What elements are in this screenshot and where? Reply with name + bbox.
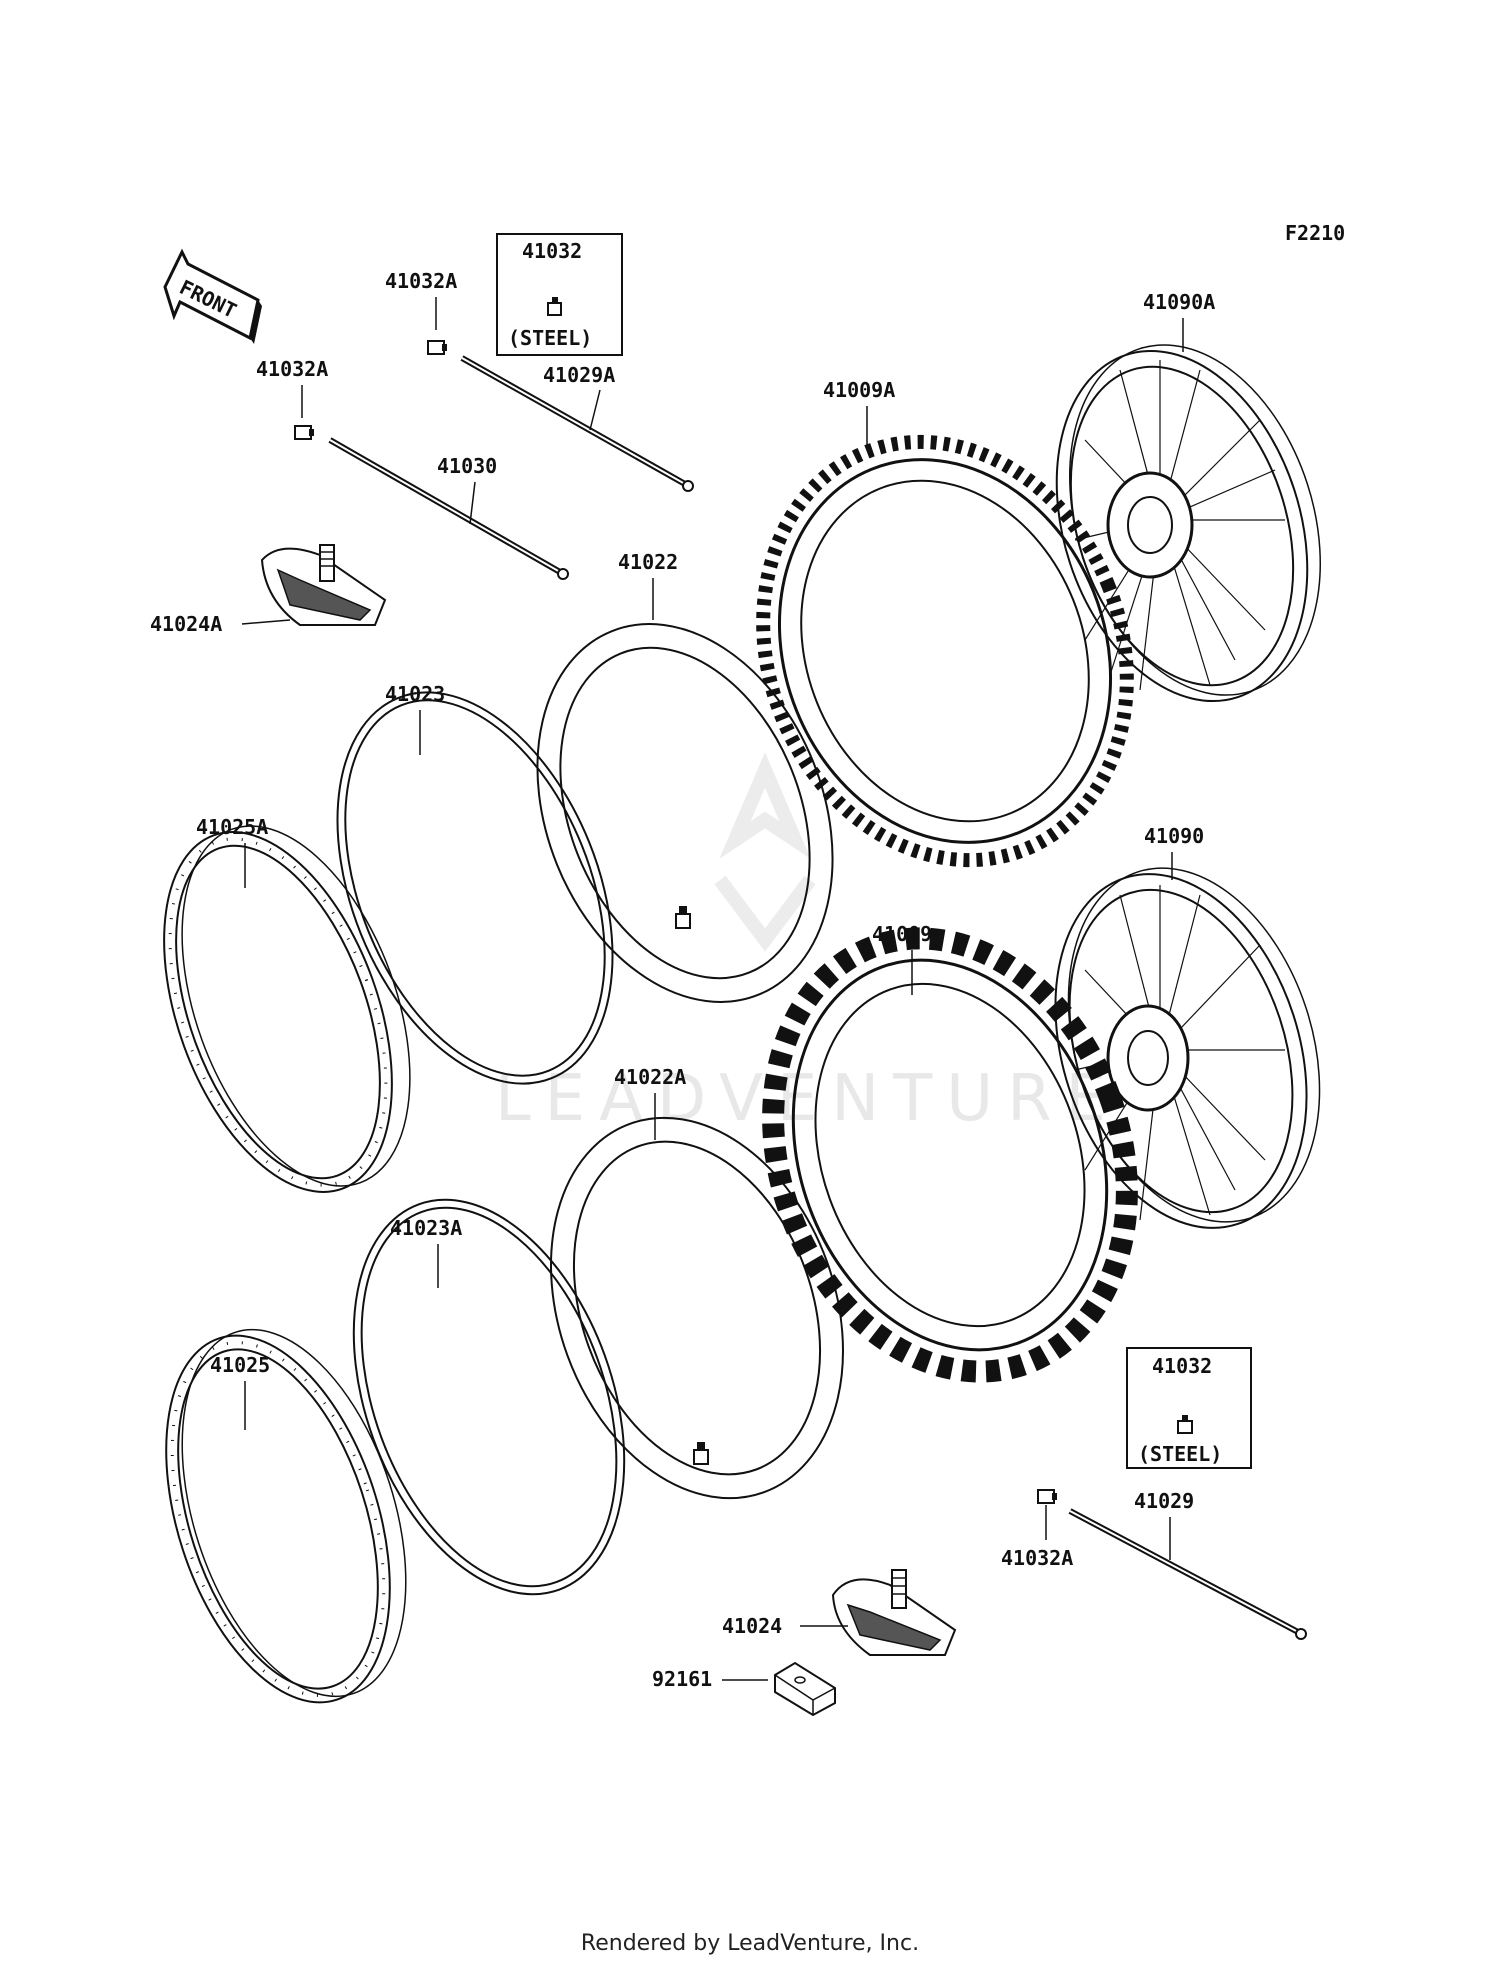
part-41024a-label: 41024A bbox=[150, 612, 222, 636]
part-41024a[interactable]: 41024A bbox=[150, 544, 387, 636]
valve-stem-icon bbox=[693, 1442, 709, 1465]
part-41029a-label: 41029A bbox=[543, 363, 615, 387]
footer-credit: Rendered by LeadVenture, Inc. bbox=[581, 1931, 919, 1956]
valve-nut-icon bbox=[294, 425, 314, 440]
figure-code: F2210 bbox=[1285, 221, 1345, 245]
valve-nut-icon bbox=[1037, 1489, 1057, 1504]
part-41023[interactable]: 41023 bbox=[284, 652, 666, 1124]
part-41090-label: 41090 bbox=[1144, 824, 1204, 848]
part-41032a-1-label: 41032A bbox=[385, 269, 457, 293]
part-41090a[interactable]: 41090A bbox=[1014, 290, 1363, 734]
part-41030[interactable]: 41030 bbox=[328, 437, 569, 580]
valve-stem-icon bbox=[675, 906, 691, 929]
part-41032-top-label: 41032 bbox=[522, 239, 582, 263]
part-41029[interactable]: 41029 bbox=[1068, 1489, 1307, 1640]
part-41022a-label: 41022A bbox=[614, 1065, 686, 1089]
valve-nut-icon bbox=[1177, 1415, 1193, 1434]
part-41032a-3[interactable]: 41032A bbox=[1001, 1489, 1073, 1570]
part-41090[interactable]: 41090 bbox=[1013, 824, 1363, 1261]
part-41024[interactable]: 41024 bbox=[722, 1569, 957, 1656]
part-41009-label: 41009 bbox=[872, 922, 932, 946]
part-41032-bottom-label: 41032 bbox=[1152, 1354, 1212, 1378]
part-41032a-2-label: 41032A bbox=[256, 357, 328, 381]
part-41030-label: 41030 bbox=[437, 454, 497, 478]
part-41025a[interactable]: 41025A bbox=[120, 795, 455, 1223]
part-92161-label: 92161 bbox=[652, 1667, 712, 1691]
part-41025a-label: 41025A bbox=[196, 815, 268, 839]
part-41022a[interactable]: 41022A bbox=[500, 1065, 893, 1539]
part-41029-label: 41029 bbox=[1134, 1489, 1194, 1513]
part-41023a[interactable]: 41023A bbox=[303, 1162, 674, 1631]
part-41023-label: 41023 bbox=[385, 682, 445, 706]
part-41090a-label: 41090A bbox=[1143, 290, 1215, 314]
valve-nut-icon bbox=[547, 297, 562, 316]
part-92161[interactable]: 92161 bbox=[652, 1661, 836, 1717]
part-41032a-1[interactable]: 41032A bbox=[385, 269, 457, 355]
watermark-text: LEADVENTURE bbox=[495, 1062, 1120, 1136]
part-41009[interactable]: 41009 bbox=[714, 888, 1185, 1422]
part-41032a-3-label: 41032A bbox=[1001, 1546, 1073, 1570]
part-41025-label: 41025 bbox=[210, 1353, 270, 1377]
part-41023a-label: 41023A bbox=[390, 1216, 462, 1240]
watermark: LEADVENTURE bbox=[495, 752, 1120, 1136]
part-41032-bottom[interactable]: 41032 (STEEL) bbox=[1126, 1347, 1252, 1469]
part-41024-label: 41024 bbox=[722, 1614, 782, 1638]
part-41032-top-note: (STEEL) bbox=[508, 326, 592, 350]
part-41009a-label: 41009A bbox=[823, 378, 895, 402]
part-41025[interactable]: 41025 bbox=[124, 1301, 448, 1730]
valve-nut-icon bbox=[427, 340, 447, 355]
part-41029a[interactable]: 41029A bbox=[460, 355, 694, 492]
part-41009a[interactable]: 41009A bbox=[702, 378, 1189, 915]
part-41032-top[interactable]: 41032 (STEEL) bbox=[496, 233, 623, 356]
part-41032-bottom-note: (STEEL) bbox=[1138, 1442, 1222, 1466]
part-41022[interactable]: 41022 bbox=[484, 550, 887, 1046]
part-41032a-2[interactable]: 41032A bbox=[256, 357, 328, 440]
front-arrow-icon: FRONT bbox=[163, 248, 262, 344]
part-41022-label: 41022 bbox=[618, 550, 678, 574]
